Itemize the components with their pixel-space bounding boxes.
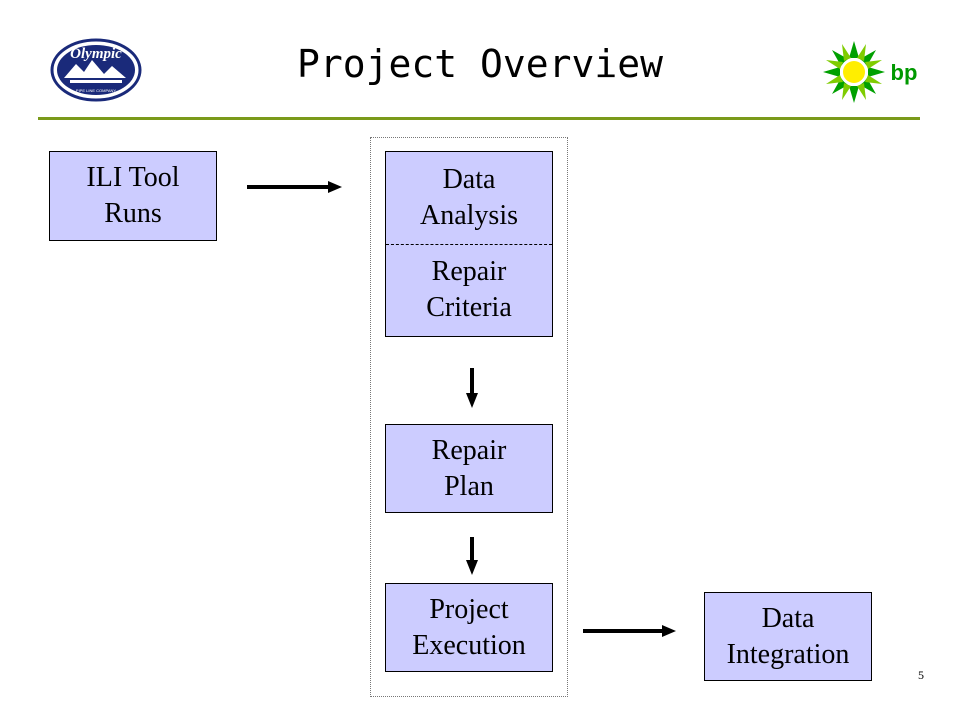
ili-tool-runs-line-2: Runs: [104, 198, 162, 229]
data-analysis-line-1: Data: [442, 164, 496, 195]
olympic-logo: Olympic PIPE LINE COMPANY: [50, 38, 142, 102]
repair-plan-line-2: Plan: [444, 470, 494, 502]
repair-plan-box: Repair Plan: [385, 424, 553, 513]
header-rule: [38, 117, 920, 120]
bp-logo-text: bp: [891, 60, 918, 85]
page-title: Project Overview: [296, 42, 664, 86]
project-execution-line-2: Execution: [412, 629, 526, 661]
arrow-plan-to-execution: [466, 537, 478, 575]
bp-logo: bp: [823, 41, 918, 103]
page-number: 5: [918, 668, 924, 682]
arrow-criteria-to-plan: [466, 368, 478, 408]
repair-plan-line-1: Repair: [431, 434, 507, 466]
olympic-logo-subtext: PIPE LINE COMPANY: [76, 88, 116, 93]
data-integration-line-1: Data: [761, 602, 815, 634]
repair-criteria-section: Repair Criteria: [386, 244, 552, 336]
ili-tool-runs-box: ILI Tool Runs: [49, 151, 217, 241]
section-divider: [386, 244, 552, 245]
data-analysis-section: Data Analysis: [386, 152, 552, 244]
olympic-logo-text: Olympic: [70, 46, 122, 62]
project-execution-line-1: Project: [429, 593, 509, 625]
arrow-execution-to-integration: [583, 625, 676, 637]
data-analysis-line-2: Analysis: [420, 200, 518, 231]
project-execution-box: Project Execution: [385, 583, 553, 672]
analysis-criteria-box: Data Analysis Repair Criteria: [385, 151, 553, 337]
repair-criteria-line-2: Criteria: [426, 292, 512, 323]
ili-tool-runs-line-1: ILI Tool: [86, 162, 180, 193]
arrow-ili-to-analysis: [247, 181, 342, 193]
data-integration-line-2: Integration: [726, 638, 850, 670]
data-integration-box: Data Integration: [704, 592, 872, 681]
process-group-frame: [370, 137, 568, 697]
repair-criteria-line-1: Repair: [431, 256, 507, 287]
